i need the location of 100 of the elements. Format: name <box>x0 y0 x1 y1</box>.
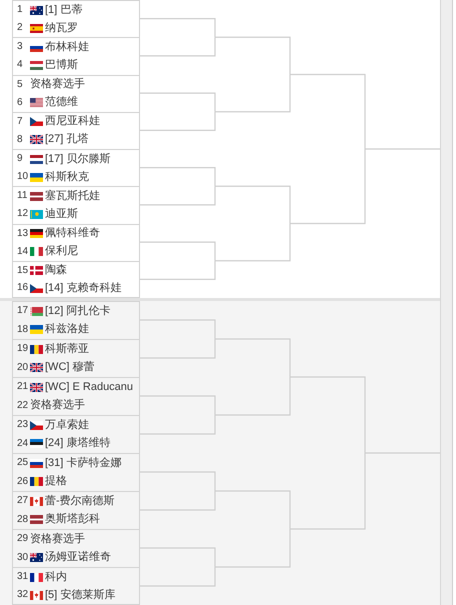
draw-number: 15 <box>17 264 30 277</box>
bracket-line <box>215 490 291 529</box>
bracket-line <box>215 74 291 112</box>
draw-panel <box>0 301 440 605</box>
bracket-line <box>215 224 291 262</box>
draw-number: 12 <box>17 208 30 220</box>
bracket-line <box>140 471 216 491</box>
bracket-line <box>140 319 216 339</box>
match-box <box>12 491 140 530</box>
player-name: 保利尼 <box>45 245 78 258</box>
draw-number: 10 <box>17 171 30 184</box>
draw-number: 25 <box>17 457 30 470</box>
bracket-line <box>140 242 216 261</box>
player-name: [31] 卡萨特金娜 <box>45 456 122 470</box>
bracket-line <box>140 547 216 567</box>
player-name: 汤姆亚诺维奇 <box>45 551 111 564</box>
player-name: 提格 <box>45 475 67 488</box>
player-name: 塞瓦斯托娃 <box>45 190 100 203</box>
match-box <box>12 112 140 150</box>
player-name: [5] 安德莱斯库 <box>45 588 116 602</box>
draw-number: 30 <box>17 552 30 564</box>
match-box <box>12 567 140 605</box>
draw-number: 26 <box>17 476 30 488</box>
bracket-line <box>140 37 216 56</box>
match-box <box>12 37 140 76</box>
bracket-line <box>215 36 291 74</box>
player-name: [14] 克赖奇科娃 <box>45 282 122 295</box>
player-name: [27] 孔塔 <box>45 133 88 146</box>
player-name: [WC] 穆蕾 <box>45 361 94 374</box>
draw-number: 14 <box>17 246 30 258</box>
match-box <box>12 149 140 188</box>
player-name: [17] 贝尔滕斯 <box>45 152 110 166</box>
bracket-line <box>215 186 291 224</box>
player-name: 科兹洛娃 <box>45 323 89 336</box>
player-name: 范德维 <box>45 96 78 110</box>
side-strip <box>440 0 453 605</box>
draw-number: 9 <box>17 153 24 166</box>
draw-number: 6 <box>17 96 24 109</box>
player-name: 巴博斯 <box>45 58 78 72</box>
bracket-line <box>215 377 291 416</box>
draw-number: 8 <box>17 134 24 146</box>
bracket-line <box>140 339 216 359</box>
draw-number: 7 <box>17 116 24 128</box>
player-name: 佩特科维奇 <box>45 227 100 240</box>
draw-number: 22 <box>17 400 30 412</box>
bracket-line <box>290 149 366 224</box>
match-box <box>12 224 140 262</box>
draw-number: 2 <box>17 22 24 34</box>
draw-number: 4 <box>17 59 24 72</box>
player-name: 奥斯塔彭科 <box>45 513 100 526</box>
bracket-line <box>140 395 216 415</box>
draw-number: 20 <box>17 362 30 374</box>
match-box <box>12 529 140 568</box>
player-name: [12] 阿扎伦卡 <box>45 304 110 318</box>
bracket-line <box>140 167 216 186</box>
player-name: 科内 <box>45 570 67 584</box>
match-box <box>12 339 140 378</box>
match-box <box>12 377 140 416</box>
bracket-line <box>140 18 216 38</box>
bracket-line <box>365 148 440 150</box>
draw-number: 32 <box>17 589 30 601</box>
player-name: [1] 巴蒂 <box>45 4 82 17</box>
player-name: [WC] E Raducanu <box>45 380 134 394</box>
match-box <box>12 186 140 224</box>
player-name: 纳瓦罗 <box>45 22 78 35</box>
bracket-line <box>140 92 216 112</box>
bracket-line <box>365 452 440 454</box>
player-name: 科斯秋克 <box>45 170 89 184</box>
draw-number: 1 <box>17 4 24 16</box>
draw-number: 17 <box>17 305 30 318</box>
match-box <box>12 453 140 492</box>
player-name: 资格赛选手 <box>30 532 85 546</box>
draw-number: 29 <box>17 533 30 546</box>
bracket-line <box>290 453 366 530</box>
draw-number: 18 <box>17 324 30 336</box>
draw-number: 5 <box>17 78 24 91</box>
match-box <box>12 0 140 38</box>
bracket-line <box>140 491 216 511</box>
draw-number: 21 <box>17 381 30 394</box>
bracket-line <box>140 415 216 435</box>
draw-number: 19 <box>17 343 30 356</box>
draw-number: 27 <box>17 495 30 508</box>
draw-number: 16 <box>17 282 30 294</box>
player-name: [24] 康塔维特 <box>45 437 110 450</box>
player-name: 资格赛选手 <box>30 78 85 92</box>
bracket-line <box>140 186 216 206</box>
bracket-line <box>215 338 291 377</box>
player-name: 科斯蒂亚 <box>45 342 89 356</box>
match-box <box>12 74 140 113</box>
draw-number: 24 <box>17 438 30 450</box>
bracket-line <box>140 112 216 131</box>
draw-number: 31 <box>17 571 30 583</box>
player-name: 西尼亚科娃 <box>45 115 100 128</box>
player-name: 蕾-费尔南德斯 <box>45 494 115 508</box>
draw-number: 23 <box>17 419 30 432</box>
match-box <box>12 415 140 454</box>
draw-number: 3 <box>17 41 24 54</box>
draw-number: 28 <box>17 514 30 526</box>
bracket-line <box>215 529 291 568</box>
bracket-line <box>290 74 366 149</box>
